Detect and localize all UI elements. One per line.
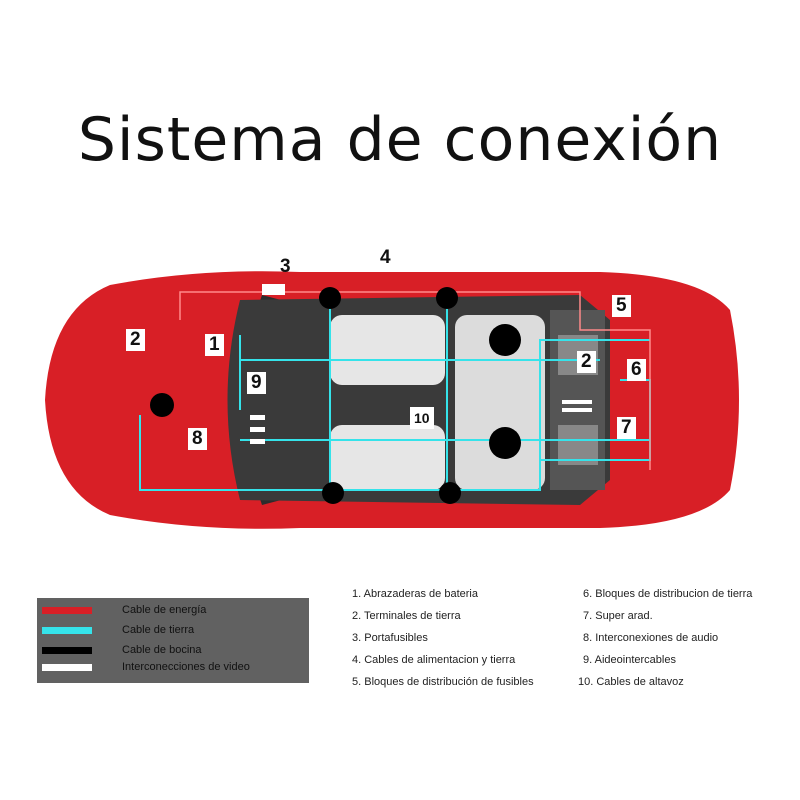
label-8: 8 — [188, 428, 207, 450]
list-item: 9. Aideointercables — [583, 654, 676, 666]
label-7: 7 — [617, 417, 636, 439]
label-2-front: 2 — [126, 329, 145, 351]
label-3: 3 — [280, 256, 291, 277]
label-4: 4 — [380, 247, 391, 268]
label-9: 9 — [247, 372, 266, 394]
list-item: 8. Interconexiones de audio — [583, 632, 719, 644]
list-item: 5. Bloques de distribución de fusibles — [352, 676, 534, 688]
legend-item-ground: Cable de tierra — [37, 622, 309, 639]
list-item: 7. Super arad. — [583, 610, 653, 622]
list-item: 6. Bloques de distribucion de tierra — [583, 588, 753, 600]
video-swatch — [42, 664, 92, 671]
label-6: 6 — [627, 359, 646, 381]
rear-seat — [455, 315, 545, 490]
front-seats — [330, 315, 445, 385]
label-1: 1 — [205, 334, 224, 356]
page-title: Sistema de conexión — [77, 105, 723, 175]
label-2-rear: 2 — [577, 351, 596, 373]
power-wires — [179, 291, 651, 470]
list-item: 10. Cables de altavoz — [578, 676, 684, 688]
car-diagram — [45, 271, 739, 529]
speaker-swatch — [42, 647, 92, 654]
speaker-points — [150, 287, 521, 504]
legend-item-video: Interconecciones de video — [37, 659, 309, 676]
list-item: 2. Terminales de tierra — [352, 610, 461, 622]
label-5: 5 — [612, 295, 631, 317]
list-item: 3. Portafusibles — [352, 632, 428, 644]
power-swatch — [42, 607, 92, 614]
ground-swatch — [42, 627, 92, 634]
list-item: 4. Cables de alimentacion y tierra — [352, 654, 516, 666]
label-10: 10 — [410, 407, 434, 429]
legend-item-power: Cable de energía — [37, 602, 309, 619]
fuse-holder — [262, 284, 285, 295]
ground-wires — [139, 300, 651, 491]
video-wires — [250, 400, 592, 444]
legend-item-speaker: Cable de bocina — [37, 642, 309, 659]
legend: Cable de energía Cable de tierra Cable d… — [37, 598, 309, 683]
list-item: 1. Abrazaderas de bateria — [352, 588, 478, 600]
